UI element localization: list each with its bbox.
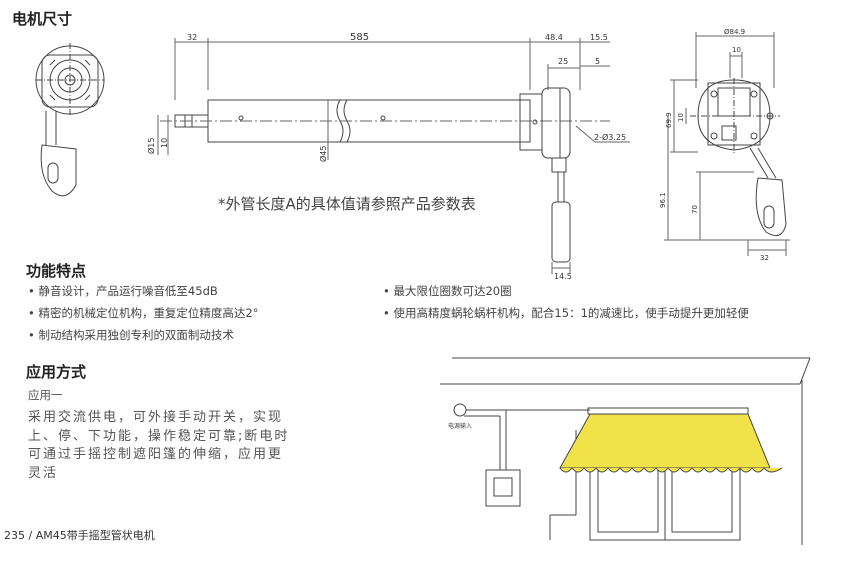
awning-fabric — [559, 413, 771, 469]
features-right-list: • 最大限位圈数可达20圈 • 使用高精度蜗轮蜗杆机构，配合15：1的减速比，使… — [383, 280, 853, 324]
application-line: 可通过手摇控制遮阳篷的伸缩，应用更 — [28, 447, 284, 462]
application-line: 采用交流供电，可外接手动开关，实现 — [28, 410, 284, 425]
application-title: 应用方式 — [26, 363, 87, 381]
dim-96-1: 96.1 — [659, 192, 667, 208]
motor-side-view-drawing: 32 585 48.4 15.5 25 5 Ø15 10 Ø45 2-Ø3.25… — [146, 32, 630, 280]
motor-front-view-drawing: Ø84.9 10 69.9 10 96.1 70 32 — [659, 28, 790, 262]
dim-holes: 2-Ø3.25 — [594, 132, 626, 142]
dim-25: 25 — [558, 57, 568, 66]
feature-item: • 静音设计，产品运行噪音低至45dB — [28, 284, 218, 298]
dim-15-5: 15.5 — [590, 33, 608, 42]
dim-10-right-side: 10 — [677, 113, 685, 122]
dim-70: 70 — [691, 205, 699, 214]
power-input-label: 电源输入 — [448, 422, 472, 430]
dim-14-5: 14.5 — [554, 272, 572, 280]
application-subtitle: 应用一 — [28, 388, 63, 402]
motor-end-view-drawing — [35, 43, 105, 197]
dim-phi84-9: Ø84.9 — [724, 28, 745, 36]
dim-32-right: 32 — [760, 254, 769, 262]
application-description: 采用交流供电，可外接手动开关，实现 上、停、下功能，操作稳定可靠;断电时 可通过… — [28, 409, 318, 483]
page-footer: 235 / AM45带手摇型管状电机 — [4, 529, 155, 542]
features-title: 功能特点 — [26, 262, 87, 280]
feature-item: • 精密的机械定位机构，重复定位精度高达2° — [28, 306, 259, 320]
dim-32-top: 32 — [187, 33, 197, 42]
dim-585: 585 — [350, 32, 369, 43]
dimension-note: *外管长度A的具体值请参照产品参数表 — [218, 195, 476, 213]
application-line: 上、停、下功能，操作稳定可靠;断电时 — [28, 428, 290, 444]
dimensions-title: 电机尺寸 — [12, 10, 73, 28]
dim-phi15: Ø15 — [146, 138, 156, 154]
feature-item: • 使用高精度蜗轮蜗杆机构，配合15：1的减速比，使手动提升更加轻便 — [383, 306, 749, 320]
dim-5: 5 — [595, 57, 600, 66]
dim-10-left: 10 — [160, 138, 169, 148]
application-line: 灵活 — [28, 465, 59, 481]
dim-10-top-right: 10 — [732, 46, 741, 54]
feature-item: • 制动结构采用独创专利的双面制动技术 — [28, 328, 234, 342]
features-left-list: • 静音设计，产品运行噪音低至45dB • 精密的机械定位机构，重复定位精度高达… — [28, 280, 388, 346]
dim-phi45: Ø45 — [318, 146, 328, 162]
feature-item: • 最大限位圈数可达20圈 — [383, 284, 512, 298]
dim-48-4: 48.4 — [545, 33, 563, 42]
dim-69-9: 69.9 — [665, 112, 673, 128]
awning-illustration: 电源输入 — [440, 357, 811, 545]
